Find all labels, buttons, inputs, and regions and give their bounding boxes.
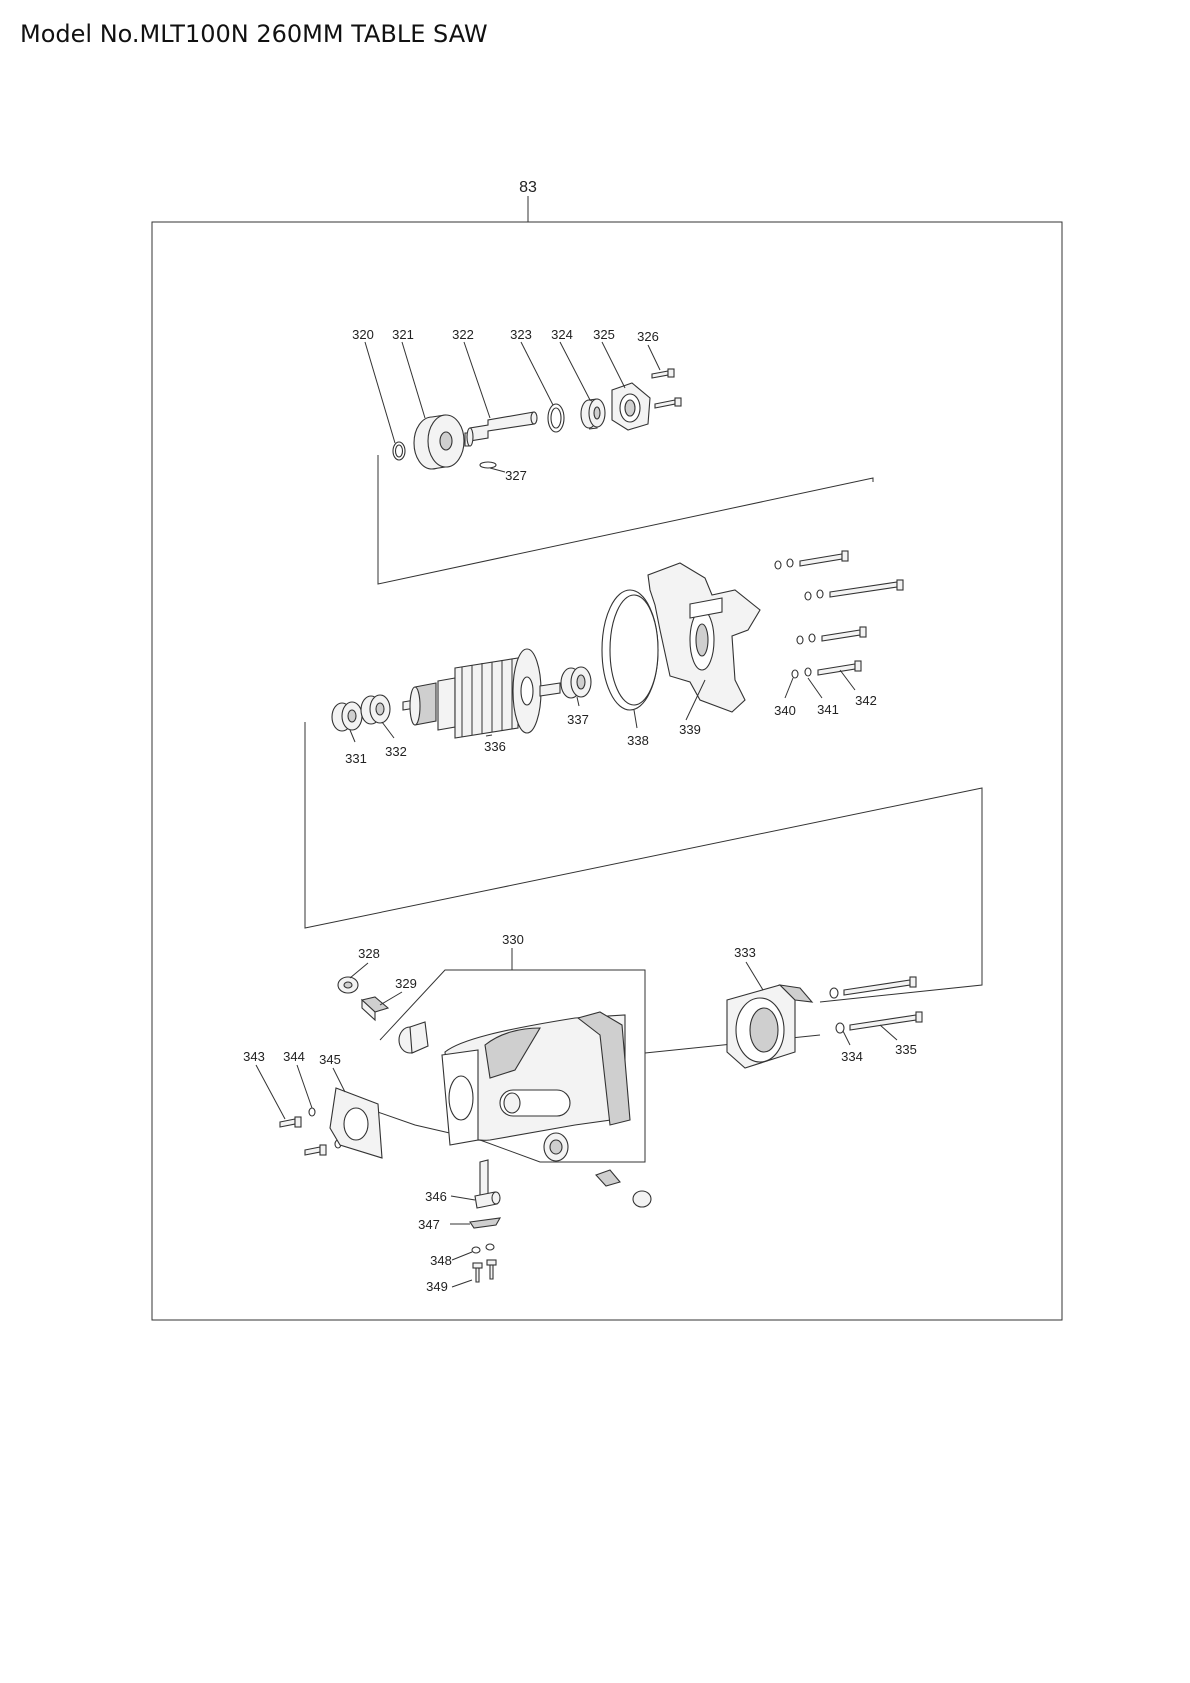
part-333-stator <box>726 984 814 1069</box>
part-321-pulley <box>413 414 465 470</box>
part-label: 346 <box>425 1189 447 1204</box>
part-324-bearing <box>580 398 606 430</box>
part-label: 329 <box>395 976 417 991</box>
part-labels: 320 321 322 323 324 325 326 327 328 329 … <box>243 327 917 1294</box>
part-label: 333 <box>734 945 756 960</box>
part-label: 339 <box>679 722 701 737</box>
part-label: 337 <box>567 712 589 727</box>
part-label: 344 <box>283 1049 305 1064</box>
part-label: 328 <box>358 946 380 961</box>
part-label: 340 <box>774 703 796 718</box>
part-label: 338 <box>627 733 649 748</box>
part-337-bearing <box>560 666 592 699</box>
part-338-baffle-ring <box>601 589 659 711</box>
part-330-motor-housing <box>441 1011 631 1146</box>
part-340-341-342-washers-and-screws <box>774 550 904 679</box>
part-328-brush-cap <box>337 976 359 994</box>
part-label: 325 <box>593 327 615 342</box>
part-label: 348 <box>430 1253 452 1268</box>
part-label: 320 <box>352 327 374 342</box>
part-323-retaining-ring <box>547 403 565 433</box>
part-label: 335 <box>895 1042 917 1057</box>
part-label: 323 <box>510 327 532 342</box>
part-334-335-washers-and-screws <box>829 976 923 1034</box>
part-329-carbon-brush <box>360 996 390 1022</box>
part-label: 345 <box>319 1052 341 1067</box>
leader-lines <box>255 341 898 1288</box>
part-label: 334 <box>841 1049 863 1064</box>
part-label: 324 <box>551 327 573 342</box>
part-label: 322 <box>452 327 474 342</box>
part-336-armature <box>402 648 561 739</box>
part-327-key <box>479 461 497 469</box>
part-label: 336 <box>484 739 506 754</box>
page-title: Model No.MLT100N 260MM TABLE SAW <box>20 20 488 48</box>
assembly-ref-label: 83 <box>519 179 537 196</box>
part-320-circlip <box>392 441 406 461</box>
part-label: 332 <box>385 744 407 759</box>
explode-guides <box>304 455 983 1163</box>
part-339-bearing-housing <box>647 562 761 713</box>
assembly-frame: 83 <box>151 179 1063 1321</box>
part-343-344-screws-and-washers <box>279 1107 342 1156</box>
part-label: 342 <box>855 693 877 708</box>
part-345-end-cover-plate <box>329 1087 383 1159</box>
part-label: 326 <box>637 329 659 344</box>
part-322-spindle <box>464 411 538 447</box>
brush-holder-bottom <box>543 1132 652 1208</box>
part-331-bearing <box>331 701 363 732</box>
part-346-349-cord-guard-parts <box>469 1159 502 1283</box>
part-326-screws <box>651 368 682 409</box>
brush-holder-top <box>398 1021 429 1054</box>
part-label: 330 <box>502 932 524 947</box>
part-332-bearing <box>360 694 391 725</box>
part-label: 347 <box>418 1217 440 1232</box>
part-label: 349 <box>426 1279 448 1294</box>
part-label: 327 <box>505 468 527 483</box>
part-label: 321 <box>392 327 414 342</box>
part-label: 343 <box>243 1049 265 1064</box>
part-label: 331 <box>345 751 367 766</box>
part-label: 341 <box>817 702 839 717</box>
part-325-bearing-retainer <box>611 382 651 431</box>
